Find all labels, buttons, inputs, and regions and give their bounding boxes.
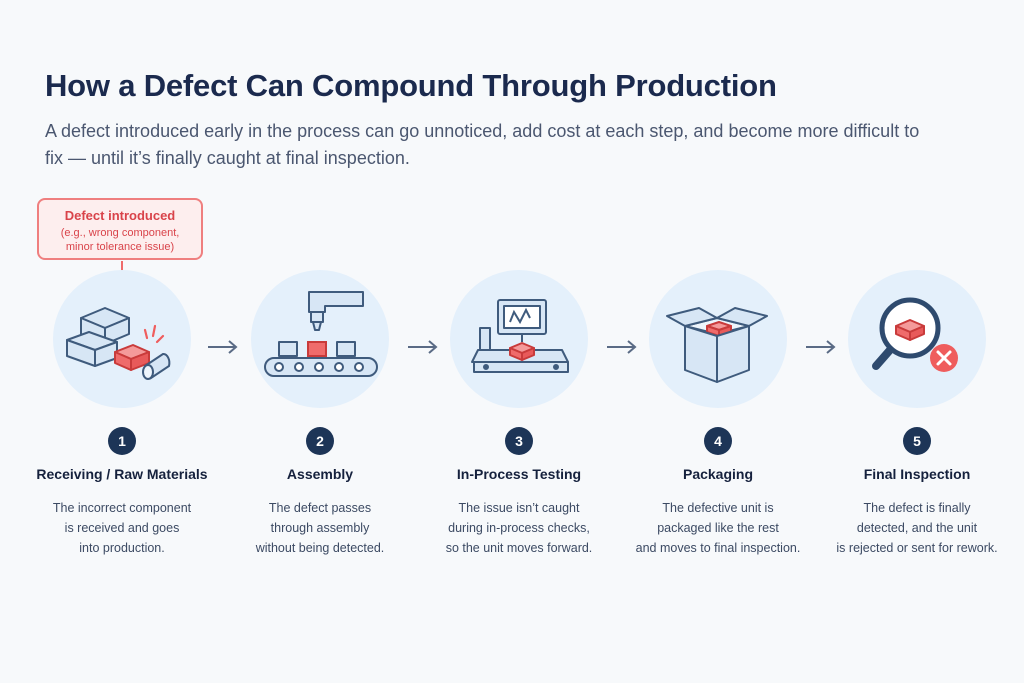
step-2-icon-circle: [251, 270, 389, 408]
flow-arrow-icon: [607, 340, 637, 354]
step-2-title: Assembly: [286, 466, 354, 482]
step-1-desc-line: into production.: [79, 541, 165, 555]
step-2: 2 Assembly The defect passes through ass…: [220, 270, 420, 558]
callout-detail-line2: minor tolerance issue): [65, 241, 175, 253]
step-3-desc-line: so the unit moves forward.: [445, 541, 593, 555]
step-3-title: In-Process Testing: [456, 466, 582, 482]
flow-arrow-icon: [208, 340, 238, 354]
step-3-description: The issue isn’t caught during in-process…: [424, 498, 614, 558]
step-3-number-badge: 3: [505, 427, 533, 455]
step-3-desc-line: The issue isn’t caught: [458, 501, 580, 515]
callout-detail-line1: (e.g., wrong component,: [60, 227, 180, 239]
step-4-desc-line: packaged like the rest: [657, 521, 779, 535]
step-2-desc-line: through assembly: [270, 521, 370, 535]
step-5-title: Final Inspection: [863, 466, 971, 482]
step-2-number-badge: 2: [306, 427, 334, 455]
step-5-icon-circle: [848, 270, 986, 408]
step-1-title: Receiving / Raw Materials: [36, 466, 208, 482]
step-1-icon-circle: [53, 270, 191, 408]
step-2-description: The defect passes through assembly witho…: [225, 498, 415, 558]
step-5-desc-line: detected, and the unit: [856, 521, 978, 535]
defect-callout: Defect introduced (e.g., wrong component…: [37, 198, 203, 260]
step-4: 4 Packaging The defective unit is packag…: [618, 270, 818, 558]
boxes-materials-icon: [66, 307, 171, 380]
step-5-desc-line: The defect is finally: [863, 501, 971, 515]
step-2-desc-line: The defect passes: [268, 501, 372, 515]
step-5-desc-line: is rejected or sent for rework.: [836, 541, 998, 555]
assembly-conveyor-icon: [264, 291, 378, 377]
step-3-desc-line: during in-process checks,: [448, 521, 590, 535]
step-4-desc-line: and moves to final inspection.: [635, 541, 801, 555]
step-3-icon-circle: [450, 270, 588, 408]
step-4-desc-line: The defective unit is: [662, 501, 774, 515]
step-5-description: The defect is finally detected, and the …: [822, 498, 1012, 558]
flow-arrow-icon: [806, 340, 836, 354]
step-5: 5 Final Inspection The defect is finally…: [817, 270, 1017, 558]
step-1-number-badge: 1: [108, 427, 136, 455]
step-4-title: Packaging: [682, 466, 754, 482]
step-1-description: The incorrect component is received and …: [27, 498, 217, 558]
step-5-number-badge: 5: [903, 427, 931, 455]
magnifier-reject-icon: [872, 297, 958, 372]
step-1: 1 Receiving / Raw Materials The incorrec…: [22, 270, 222, 558]
step-4-number-badge: 4: [704, 427, 732, 455]
callout-detail: (e.g., wrong component, minor tolerance …: [39, 226, 201, 254]
page-title: How a Defect Can Compound Through Produc…: [45, 68, 777, 103]
step-1-desc-line: is received and goes: [64, 521, 180, 535]
open-box-icon: [666, 307, 768, 383]
callout-title: Defect introduced: [64, 208, 176, 223]
step-4-description: The defective unit is packaged like the …: [623, 498, 813, 558]
page-subtitle: A defect introduced early in the process…: [45, 121, 920, 168]
step-3: 3 In-Process Testing The issue isn’t cau…: [419, 270, 619, 558]
flow-arrow-icon: [408, 340, 438, 354]
testing-monitor-icon: [471, 299, 569, 373]
step-2-desc-line: without being detected.: [255, 541, 385, 555]
step-1-desc-line: The incorrect component: [52, 501, 192, 515]
step-4-icon-circle: [649, 270, 787, 408]
